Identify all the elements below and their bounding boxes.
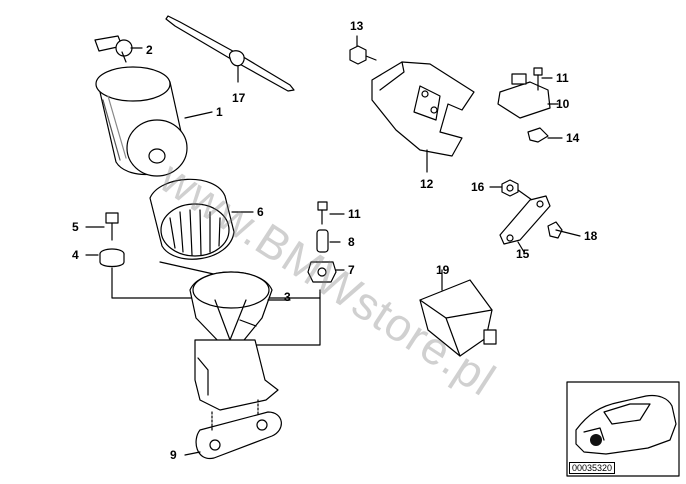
- callout-10: 10: [556, 97, 570, 111]
- part-9-base: [184, 399, 282, 459]
- callout-12: 12: [420, 177, 434, 191]
- callout-7: 7: [348, 263, 355, 277]
- part-4-mount: [85, 248, 125, 268]
- callout-4: 4: [72, 248, 79, 262]
- callout-6: 6: [257, 205, 264, 219]
- part-17-screw: [547, 221, 581, 239]
- callout-19: 17: [232, 91, 246, 105]
- part-11-screw-center: [317, 201, 345, 225]
- part-1-motor: [95, 66, 213, 177]
- part-13-clip: [527, 127, 563, 143]
- diagram-id: 00035320: [569, 462, 616, 474]
- part-2-fitting: [94, 35, 143, 63]
- part-19-strap: [165, 15, 295, 92]
- part-11-screw-right: [533, 67, 553, 91]
- part-3-bracket: [189, 271, 291, 411]
- part-16-nut: [489, 179, 533, 201]
- callout-3: 3: [284, 290, 291, 304]
- part-12-bracket: [371, 61, 475, 173]
- callout-1: 1: [216, 105, 223, 119]
- location-marker: [590, 434, 602, 446]
- part-14-bolt: [349, 35, 377, 65]
- callout-11-center: 11: [348, 207, 361, 221]
- callout-11-right: 11: [556, 71, 569, 85]
- callout-15: 15: [516, 247, 530, 261]
- callout-17: 18: [584, 229, 598, 243]
- callout-8: 8: [348, 235, 355, 249]
- callout-5: 5: [72, 220, 79, 234]
- part-6-gear-ring: [149, 178, 254, 260]
- callout-2: 2: [146, 43, 153, 57]
- callout-13: 14: [566, 131, 580, 145]
- callout-18: 19: [436, 263, 450, 277]
- part-10-sensor: [497, 73, 559, 119]
- callout-9: 9: [170, 448, 177, 462]
- part-15-bracket: [499, 195, 551, 253]
- part-7-grommet: [307, 261, 345, 283]
- part-5-bolt: [85, 212, 119, 241]
- part-8-sleeve: [316, 229, 341, 253]
- callout-16: 16: [471, 180, 485, 194]
- part-18-module: [419, 269, 497, 357]
- callout-14: 13: [350, 19, 364, 33]
